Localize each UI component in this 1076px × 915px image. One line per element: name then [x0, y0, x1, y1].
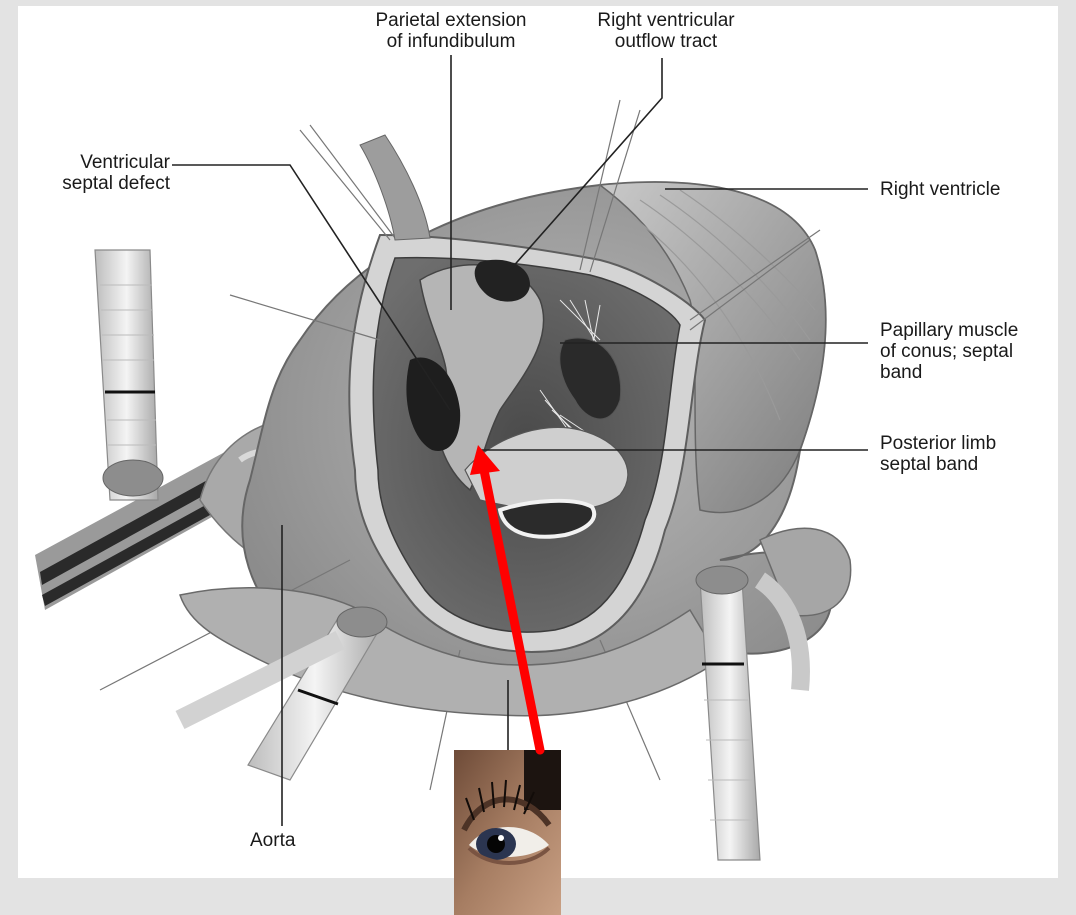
- label-parietal-extension: Parietal extension of infundibulum: [346, 10, 556, 52]
- label-line: Ventricular: [20, 152, 170, 173]
- label-aorta: Aorta: [250, 830, 295, 851]
- label-line: outflow tract: [566, 31, 766, 52]
- cannula-upper-left: [95, 250, 163, 500]
- label-right-ventricle: Right ventricle: [880, 179, 1000, 200]
- label-line: septal defect: [20, 173, 170, 194]
- label-line: of conus; septal: [880, 341, 1018, 362]
- label-line: Papillary muscle: [880, 320, 1018, 341]
- label-line: septal band: [880, 454, 996, 475]
- eye-image: [454, 750, 561, 915]
- label-papillary-muscle: Papillary muscle of conus; septal band: [880, 320, 1018, 383]
- eye-photo-inset: [454, 750, 561, 915]
- oval-opening: [500, 501, 594, 537]
- label-line: of infundibulum: [346, 31, 556, 52]
- label-ventricular-septal-defect: Ventricular septal defect: [20, 152, 170, 194]
- label-line: Parietal extension: [346, 10, 556, 31]
- label-line: Posterior limb: [880, 433, 996, 454]
- label-posterior-limb: Posterior limb septal band: [880, 433, 996, 475]
- vessel-stub: [360, 135, 430, 240]
- label-line: band: [880, 362, 1018, 383]
- label-rv-outflow-tract: Right ventricular outflow tract: [566, 10, 766, 52]
- label-line: Right ventricular: [566, 10, 766, 31]
